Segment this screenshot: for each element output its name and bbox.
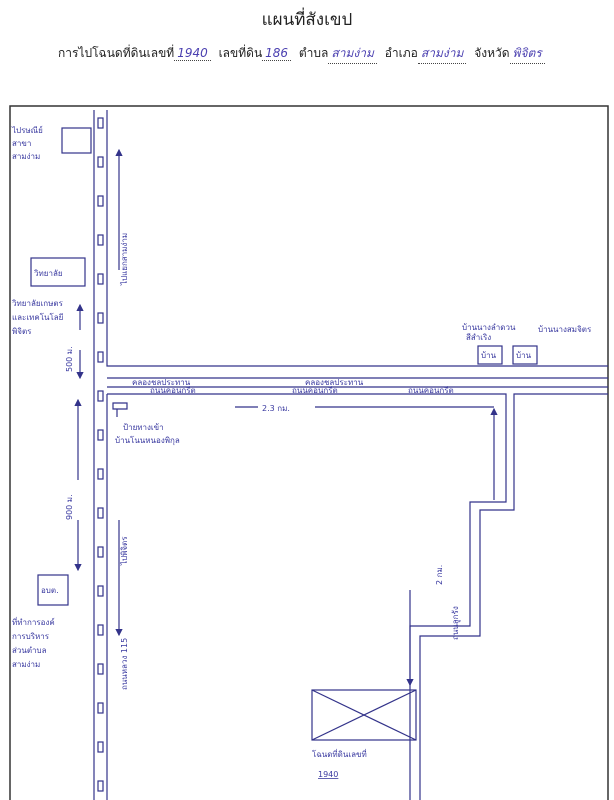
roadside-marker: [97, 468, 104, 480]
concrete-road-label: ถนนคอนกรีต: [150, 386, 196, 395]
roadside-marker: [97, 234, 104, 246]
roadside-marker: [97, 195, 104, 207]
post-office-label: สามง่าม: [12, 152, 40, 161]
laterite-road-label: ถนนลูกรัง: [451, 606, 461, 640]
land-label: เลขที่ดิน: [218, 46, 263, 60]
roadside-marker: [97, 780, 104, 792]
college-label: และเทคโนโลยี: [12, 312, 63, 322]
distance-900m: 900 ม.: [65, 494, 74, 520]
sao-box-label: อบต.: [41, 586, 59, 595]
province-value: พิจิตร: [509, 44, 545, 64]
roadside-marker: [97, 702, 104, 714]
sao-label: ที่ทำการองค์: [12, 616, 55, 627]
sign-icon: [112, 402, 128, 417]
map-border: [9, 105, 609, 800]
subdistrict-value: สามง่าม: [328, 44, 377, 64]
roadside-marker: [97, 507, 104, 519]
sao-label: สามง่าม: [12, 660, 40, 669]
roadside-markers: [97, 117, 104, 792]
sao-building: [37, 574, 69, 606]
roadside-marker: [97, 741, 104, 753]
house-1-owner: สีสำเริง: [466, 333, 491, 342]
distance-500m: 500 ม.: [65, 346, 74, 372]
house-1-label: บ้าน: [481, 351, 497, 360]
distance-2-3km: 2.3 กม.: [262, 404, 290, 413]
post-office-label: ไปรษณีย์: [11, 125, 43, 135]
roadside-marker: [97, 351, 104, 363]
house-1: [477, 345, 503, 365]
house-1-owner: บ้านนางลำดวน: [462, 323, 516, 332]
laterite-road-outer: [419, 393, 608, 800]
roadside-marker: [97, 546, 104, 558]
sign-label: บ้านโนนหนองพิกุล: [115, 435, 180, 445]
roadside-marker: [97, 663, 104, 675]
sao-label: ส่วนตำบล: [12, 646, 47, 655]
college-label: วิทยาลัยเกษตร: [11, 299, 63, 308]
canal-label: คลองชลประทาน: [132, 378, 191, 387]
roadside-marker: [97, 156, 104, 168]
roadside-marker: [97, 390, 104, 402]
college-building: [30, 257, 86, 287]
roadside-marker: [97, 312, 104, 324]
roadside-marker: [97, 429, 104, 441]
page-title: แผนที่สังเขป: [261, 10, 353, 30]
post-office-building: [61, 127, 92, 154]
road-north-label: ไปแยกสามง่าม: [120, 233, 129, 286]
house-2-label: บ้าน: [516, 351, 532, 360]
roadside-marker: [97, 273, 104, 285]
plot-number: 1940: [318, 770, 338, 779]
roadside-marker: [97, 117, 104, 129]
roadside-marker: [97, 624, 104, 636]
laterite-road-inner: [107, 393, 507, 800]
subdistrict-label: ตำบล: [298, 46, 329, 60]
house-2-owner: บ้านนางสมจิตร: [538, 325, 592, 334]
post-office-label: สาขา: [12, 139, 31, 148]
land-number: 186: [262, 46, 292, 61]
canal-label: คลองชลประทาน: [305, 378, 364, 387]
concrete-road-label: ถนนคอนกรีต: [292, 386, 338, 395]
deed-label: การไปโฉนดที่ดินเลขที่: [58, 46, 175, 60]
highway-edge-right-north: [106, 110, 608, 367]
sign-label: ป้ายทางเข้า: [123, 423, 164, 432]
sao-label: การบริหาร: [12, 632, 50, 641]
deed-number: 1940: [174, 46, 211, 61]
province-label: จังหวัด: [474, 46, 510, 60]
house-2: [512, 345, 538, 365]
concrete-road-label: ถนนคอนกรีต: [408, 386, 454, 395]
road-south-label: ไปพิจิตร: [120, 536, 129, 566]
college-label: พิจิตร: [12, 327, 32, 336]
plot-label: โฉนดที่ดินเลขที่: [312, 748, 367, 759]
college-box-label: วิทยาลัย: [33, 269, 62, 278]
highway-label: ถนนหลวง 115: [120, 638, 129, 690]
land-plot: [311, 689, 417, 741]
distance-2km: 2 กม.: [435, 565, 444, 585]
roadside-marker: [97, 585, 104, 597]
district-value: สามง่าม: [417, 44, 467, 64]
district-label: อำเภอ: [384, 46, 418, 60]
